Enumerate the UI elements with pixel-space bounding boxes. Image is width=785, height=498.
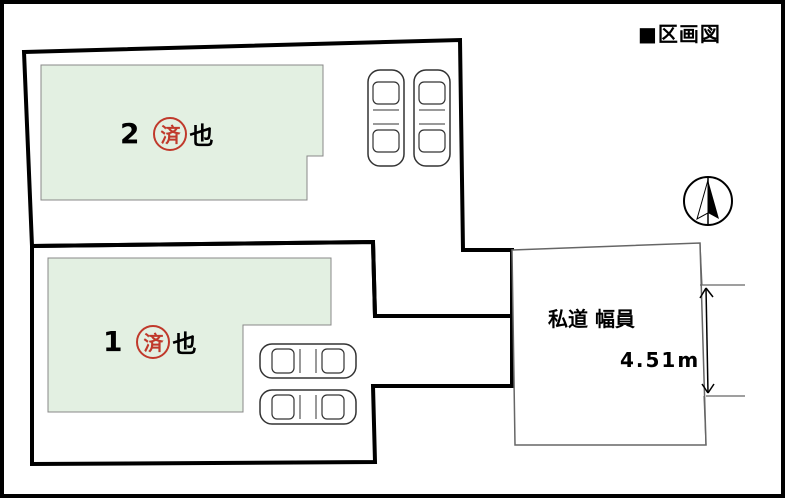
- road-label: 私道 幅員: [548, 307, 635, 331]
- lot-2-suffix: 也: [189, 122, 214, 150]
- car-icon: [259, 343, 357, 379]
- lot-2-number: 2: [120, 117, 140, 150]
- north-arrow-icon: [683, 176, 733, 226]
- sold-seal: 済: [153, 116, 188, 151]
- private-road: [511, 242, 707, 446]
- road-tick-top: [699, 242, 703, 286]
- lot-1-number: 1: [103, 325, 123, 358]
- width-dimension: [699, 287, 715, 394]
- car-icon: [259, 389, 357, 425]
- lot-1-boundary: [30, 239, 514, 467]
- lot-1-suffix: 也: [172, 330, 197, 358]
- car-icon: [413, 69, 451, 167]
- sold-seal: 済: [136, 324, 171, 359]
- car-icon: [367, 69, 405, 167]
- lot-1-label: 1 済 也: [103, 324, 196, 359]
- road-width: 4.51m: [620, 348, 701, 372]
- road-tick-bottom: [703, 395, 707, 446]
- building-lot-1: [47, 257, 332, 413]
- lot-2-label: 2 済 也: [120, 116, 213, 151]
- plan-title: ■区画図: [638, 22, 721, 46]
